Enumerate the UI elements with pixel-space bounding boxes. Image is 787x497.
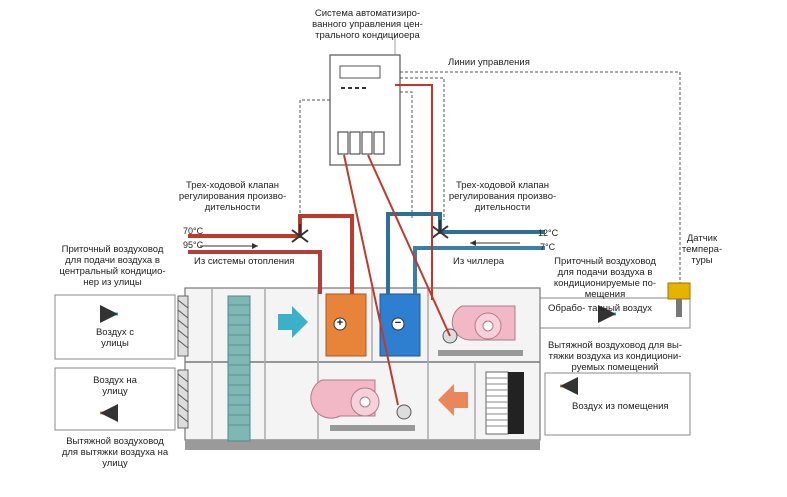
heating-temp-in: 95°C: [183, 240, 204, 250]
heating-valve-label: Трех-ходовой клапан регулирования произв…: [178, 180, 287, 213]
room-exhaust-duct-label: Вытяжной воздуховод для вы- тяжки воздух…: [547, 340, 683, 373]
exhaust-damper: [177, 369, 189, 429]
treated-air-label: Обрабо- танный воздух: [548, 303, 653, 314]
air-from-room-label: Воздух из помещения: [572, 401, 669, 412]
intake-damper: [177, 295, 189, 357]
power-wiring: [343, 84, 451, 406]
heating-valve: [291, 224, 309, 243]
supply-flow-arrow: [278, 306, 308, 338]
chiller-temp-out: 12°C: [538, 228, 559, 238]
controller-title: Система автоматизиро- ванного управления…: [312, 8, 423, 41]
air-from-street-label: Воздух с улицы: [95, 327, 135, 349]
supply-fan: [438, 305, 523, 356]
outdoor-supply-duct-label: Приточный воздуховод для подачи воздуха …: [59, 244, 166, 288]
return-grille: [485, 371, 524, 435]
control-lines-label: Линии управления: [448, 57, 530, 68]
control-lines: [299, 71, 681, 295]
cooler-sign: −: [394, 317, 402, 329]
heater-sign: +: [336, 317, 344, 329]
temperature-sensor: [667, 282, 691, 317]
sensor-label: Датчик темпера- туры: [681, 233, 723, 266]
chilled-water-pipes: [386, 212, 545, 294]
air-filter: [227, 295, 251, 442]
air-to-street-label: Воздух на улицу: [93, 375, 137, 397]
street-exhaust-duct-label: Вытяжной воздуховод для вытяжки воздуха …: [61, 436, 169, 469]
chiller-temp-in: 7°C: [540, 242, 556, 252]
chiller-source-label: Из чиллера: [453, 256, 505, 267]
heater-coil: [325, 293, 367, 357]
hot-water-pipes: [188, 214, 354, 294]
controller-cabinet: [329, 54, 401, 166]
heating-temp-out: 70°C: [183, 226, 204, 236]
heating-source-label: Из системы отопления: [194, 256, 295, 267]
chiller-valve: [431, 220, 449, 239]
ahu-base: [185, 440, 540, 450]
room-supply-duct-label: Приточный воздуховод для подачи воздуха …: [553, 256, 657, 300]
return-flow-arrow: [438, 384, 468, 416]
return-fan: [310, 379, 415, 431]
cooler-coil: [379, 293, 421, 357]
chiller-valve-label: Трех-ходовой клапан регулирования произв…: [448, 180, 557, 213]
